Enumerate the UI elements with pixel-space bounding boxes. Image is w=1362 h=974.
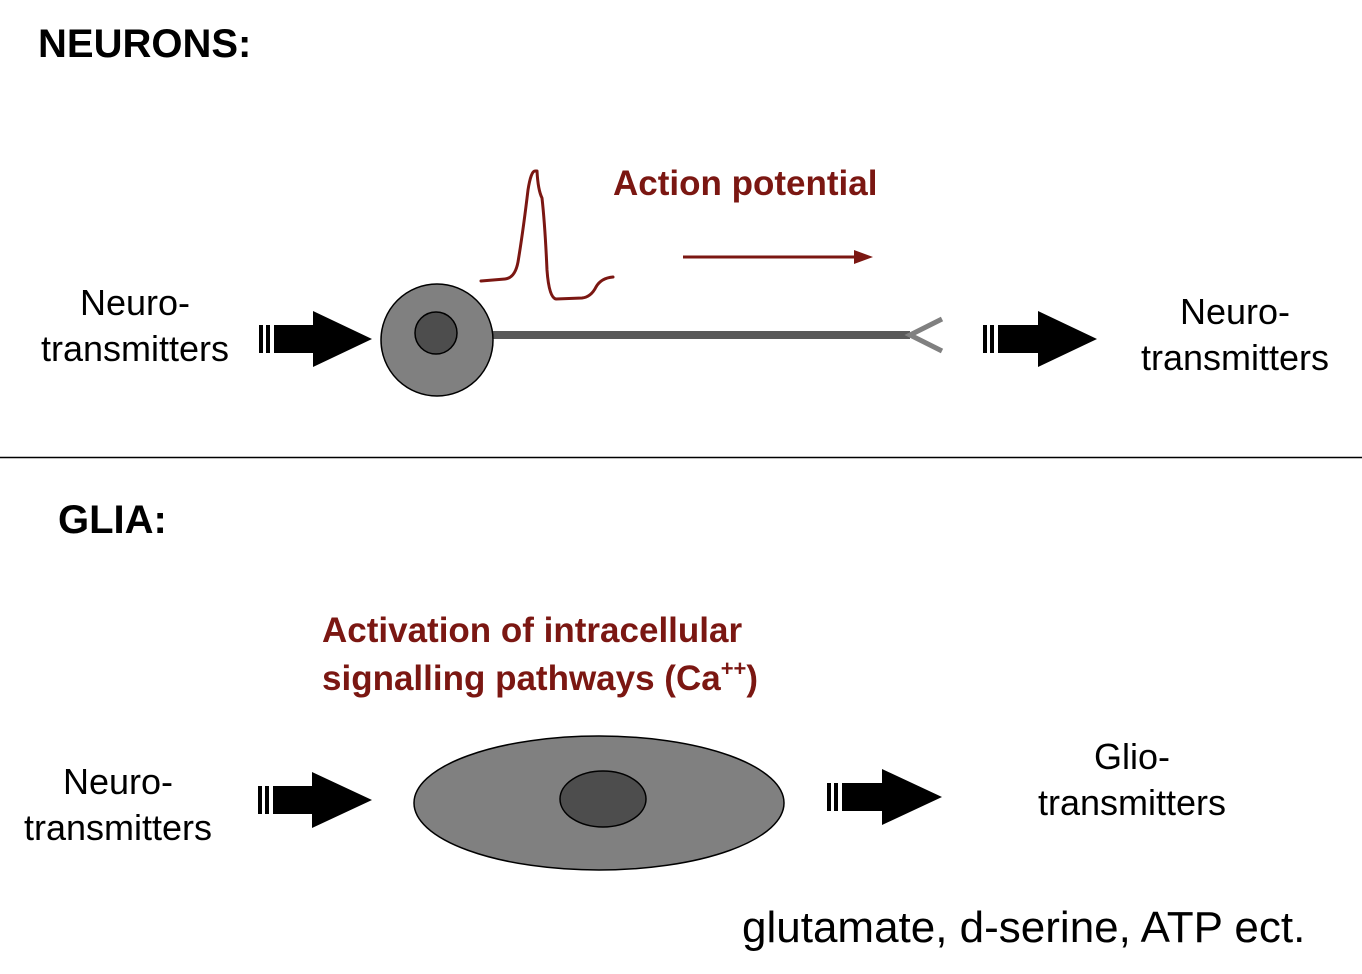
glia-activation-label: Activation of intracellular signalling p…: [322, 607, 758, 703]
glia-output-label-line2: transmitters: [1037, 782, 1227, 823]
neuron-output-label-line1: Neuro-: [1179, 291, 1291, 332]
glia-activation-line2: signalling pathways (Ca++): [322, 655, 758, 703]
glia-activation-line1: Activation of intracellular: [322, 611, 743, 650]
glial-nucleus: [559, 770, 647, 828]
neuron-nucleus: [414, 311, 458, 355]
action-potential-waveform: [479, 169, 615, 301]
neurons-heading: NEURONS:: [38, 22, 252, 66]
neuron-output-arrow: [983, 311, 1097, 367]
neuron-output-label: Neuro- transmitters: [1120, 289, 1350, 381]
axon-terminal: [904, 316, 944, 354]
action-potential-label: Action potential: [613, 164, 878, 203]
glia-input-label-line2: transmitters: [23, 807, 213, 848]
neuron-input-arrow: [259, 311, 372, 367]
neuron-input-label-line2: transmitters: [40, 328, 230, 369]
neuron-input-label: Neuro- transmitters: [20, 280, 250, 372]
glia-input-label-line1: Neuro-: [62, 761, 174, 802]
neuron-output-label-line2: transmitters: [1140, 337, 1330, 378]
calcium-superscript: ++: [720, 656, 747, 681]
gliotransmitter-examples: glutamate, d-serine, ATP ect.: [742, 903, 1306, 952]
glia-output-arrow: [827, 769, 942, 825]
glia-output-label: Glio- transmitters: [1017, 734, 1247, 826]
glia-output-label-line1: Glio-: [1093, 736, 1170, 777]
glia-input-arrow: [258, 772, 372, 828]
glia-activation-line2-text: signalling pathways (Ca: [322, 659, 721, 698]
glia-input-label: Neuro- transmitters: [3, 759, 233, 851]
glia-activation-close: ): [746, 659, 759, 698]
neuron-input-label-line1: Neuro-: [79, 282, 191, 323]
action-potential-direction-arrow: [683, 250, 873, 264]
glia-heading: GLIA:: [58, 498, 167, 542]
